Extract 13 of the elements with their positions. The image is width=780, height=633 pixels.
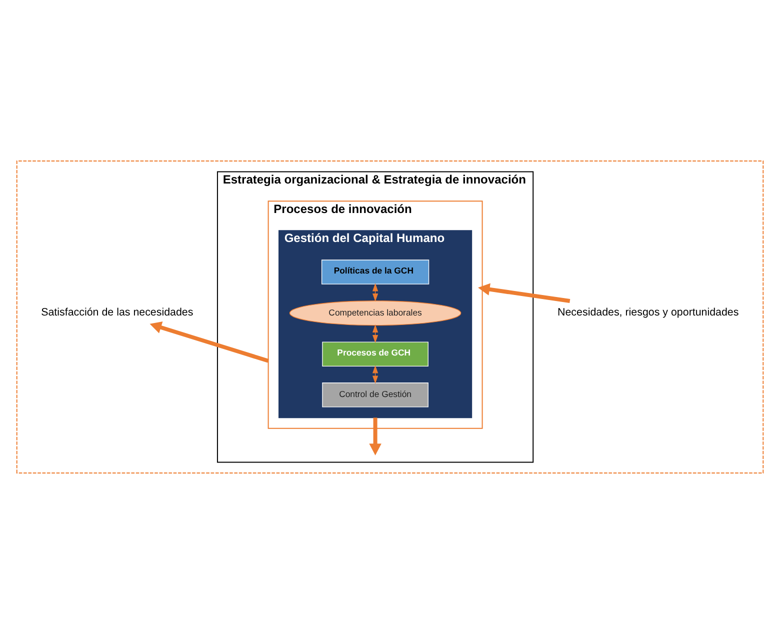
node-text: Necesidades, riesgos y oportunidades <box>558 306 739 318</box>
arrow <box>150 321 269 362</box>
node-box: Políticas de la GCH <box>321 259 430 284</box>
arrow <box>372 364 378 384</box>
arrow <box>478 282 570 302</box>
cluster <box>16 160 764 473</box>
arrow <box>369 417 382 455</box>
node-box: Procesos de GCH <box>322 341 428 366</box>
arrow <box>372 282 378 302</box>
node-box: Control de Gestión <box>322 382 428 407</box>
arrow <box>372 324 378 342</box>
node-text: Satisfacción de las necesidades <box>41 306 194 318</box>
node-ellipse: Competencias laborales <box>289 300 462 326</box>
